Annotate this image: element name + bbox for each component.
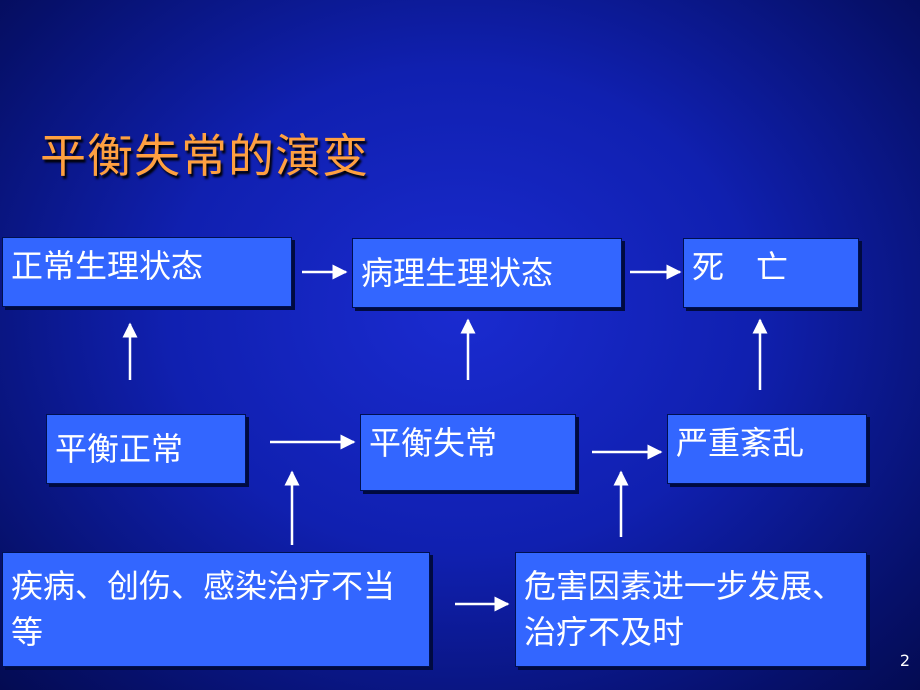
box-severe-disorder: 严重紊乱 <box>667 414 867 484</box>
box-balance-disorder: 平衡失常 <box>360 414 576 491</box>
box-normal-physiological-state: 正常生理状态 <box>2 237 292 307</box>
box-death: 死 亡 <box>683 238 859 308</box>
page-number: 2 <box>899 651 910 670</box>
box-causes: 疾病、创伤、感染治疗不当等 <box>2 552 430 667</box>
slide-title: 平衡失常的演变 <box>40 129 369 183</box>
box-balance-normal: 平衡正常 <box>46 414 246 484</box>
box-pathological-state: 病理生理状态 <box>352 238 622 308</box>
box-risk-progress: 危害因素进一步发展、治疗不及时 <box>515 552 867 667</box>
